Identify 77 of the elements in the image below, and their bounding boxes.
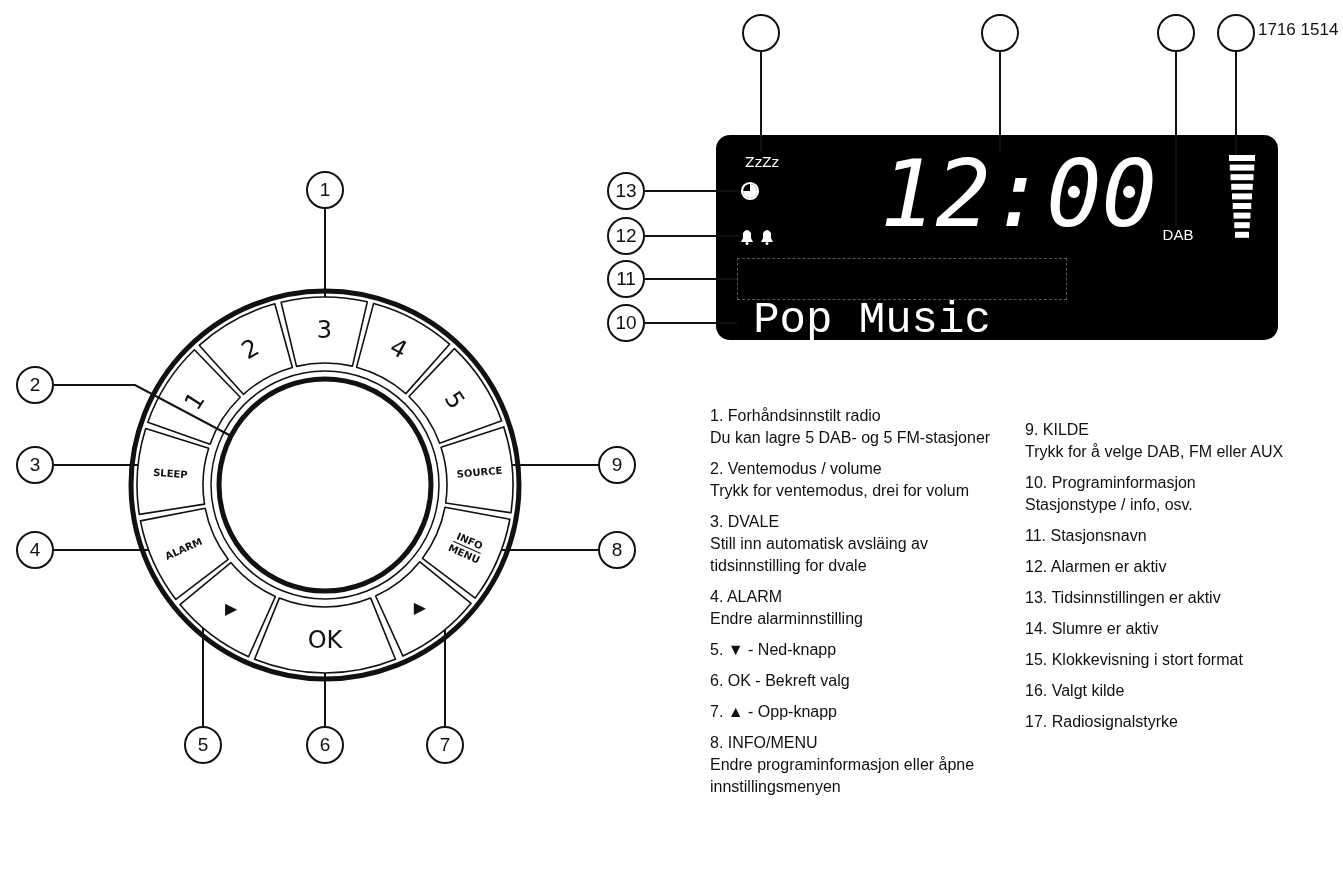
description-heading: 17. Radiosignalstyrke <box>1025 712 1179 732</box>
leader-line <box>53 384 232 437</box>
description-heading: 2. Ventemodus / volume <box>710 459 883 479</box>
callout-number: 1 <box>306 171 344 209</box>
description-heading: 4. ALARM <box>710 587 784 607</box>
leader-line <box>511 464 599 466</box>
bells-icon <box>738 227 776 245</box>
leader-line <box>324 208 326 298</box>
description-heading: 14. Slumre er aktiv <box>1025 619 1160 639</box>
callout-number: 8 <box>598 531 636 569</box>
callout-number: 10 <box>607 304 645 342</box>
preset-button: 3 <box>280 296 369 368</box>
description-heading: 11. Stasjonsnavn <box>1025 526 1148 546</box>
down-button: ▶ <box>179 561 277 658</box>
description-text: Du kan lagre 5 DAB- og 5 FM-stasjoner <box>710 428 992 448</box>
description-heading: 15. Klokkevisning i stort format <box>1025 650 1244 670</box>
leader-line <box>644 322 738 324</box>
leader-line <box>644 278 738 280</box>
source-indicator: DAB <box>1160 226 1196 244</box>
callout-number: 6 <box>306 726 344 764</box>
description-text: Trykk for ventemodus, drei for volum <box>710 481 971 501</box>
description-text: Still inn automatisk avsläing av tidsinnstilling for dvale <box>710 534 929 576</box>
description-heading: 6. OK - Bekreft valg <box>710 671 851 691</box>
description-heading: 8. INFO/MENU <box>710 733 819 753</box>
callout-number: 9 <box>598 446 636 484</box>
description-text: Endre programinformasjon eller åpne innstillingsmenyen <box>710 755 976 797</box>
leader-line <box>324 672 326 727</box>
leader-line <box>444 629 446 727</box>
leader-line <box>1175 51 1177 227</box>
callout-number: 3 <box>16 446 54 484</box>
leader-line <box>53 464 139 466</box>
leader-line <box>644 190 741 192</box>
description-heading: 5. ▼ - Ned-knapp <box>710 640 838 660</box>
leader-line <box>644 235 739 237</box>
callout-circle <box>742 14 780 52</box>
callout-number: 5 <box>184 726 222 764</box>
preset-button: 4 <box>355 302 451 395</box>
callout-number: 4 <box>16 531 54 569</box>
leader-line <box>202 627 204 727</box>
description-heading: 12. Alarmen er aktiv <box>1025 557 1168 577</box>
callout-number: 2 <box>16 366 54 404</box>
description-heading: 1. Forhåndsinnstilt radio <box>710 406 882 426</box>
snooze-indicator: ZzZz <box>742 152 782 172</box>
ok-button: OK <box>253 597 397 674</box>
sleep-button: SLEEP <box>136 427 210 516</box>
preset-button: 5 <box>408 347 503 445</box>
description-text: Trykk for å velge DAB, FM eller AUX <box>1025 442 1285 462</box>
leader-line <box>760 51 762 153</box>
description-text: Stasjonstype / info, osv. <box>1025 495 1194 515</box>
leader-line <box>1235 51 1237 156</box>
control-dial <box>128 288 522 682</box>
signal-strength-icon <box>1228 155 1256 241</box>
callout-number: 1716 1514 <box>1258 20 1339 40</box>
leader-line <box>500 549 599 551</box>
description-text: Endre alarminnstilling <box>710 609 864 629</box>
preset-button: 2 <box>198 303 294 396</box>
callout-number: 7 <box>426 726 464 764</box>
preset-button: 1 <box>147 348 242 446</box>
description-heading: 9. KILDE <box>1025 420 1091 440</box>
display-text: Pop Music <box>737 302 1007 338</box>
source-button: SOURCE <box>440 426 514 514</box>
leader-line <box>53 549 150 551</box>
callout-number: 11 <box>607 260 645 298</box>
description-heading: 3. DVALE <box>710 512 781 532</box>
description-heading: 13. Tidsinnstillingen er aktiv <box>1025 588 1222 608</box>
description-heading: 16. Valgt kilde <box>1025 681 1126 701</box>
callout-circle <box>1217 14 1255 52</box>
timer-icon <box>740 181 760 201</box>
lcd-display <box>716 135 1278 340</box>
description-heading: 7. ▲ - Opp-knapp <box>710 702 838 722</box>
callout-circle <box>981 14 1019 52</box>
up-button: ▶ <box>374 561 472 657</box>
leader-line <box>999 51 1001 153</box>
description-heading: 10. Programinformasjon <box>1025 473 1197 493</box>
callout-circle <box>1157 14 1195 52</box>
callout-number: 13 <box>607 172 645 210</box>
callout-number: 12 <box>607 217 645 255</box>
